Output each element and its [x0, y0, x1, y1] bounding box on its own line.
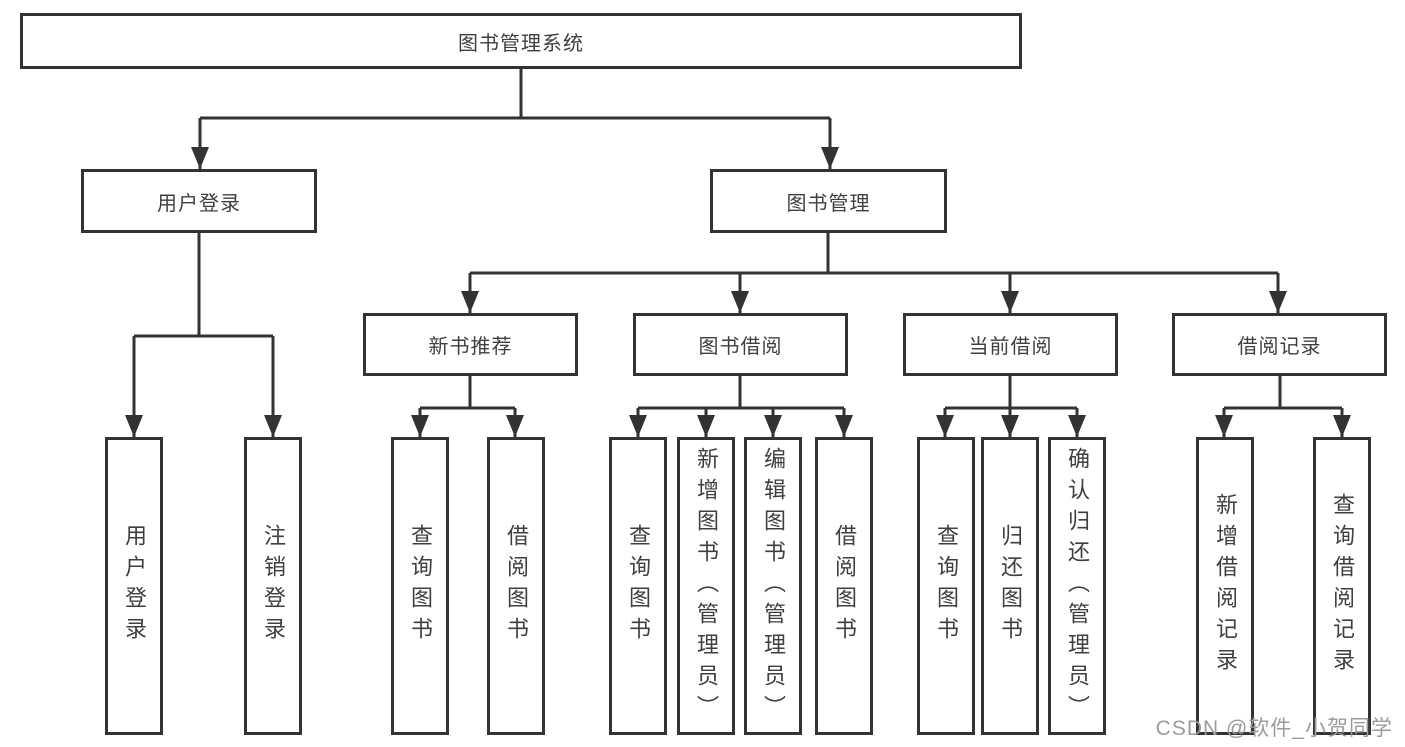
leaf-borrow-books-recommend: 借阅图书 [487, 437, 545, 735]
node-book-borrowing: 图书借阅 [633, 313, 848, 376]
leaf-return-book: 归还图书 [981, 437, 1039, 735]
csdn-watermark: CSDN @软件_小贺同学 [1155, 717, 1393, 740]
leaf-query-books-recommend: 查询图书 [391, 437, 449, 735]
leaf-user-login: 用户登录 [105, 437, 163, 735]
leaf-query-borrow-record: 查询借阅记录 [1313, 437, 1371, 735]
leaf-logout: 注销登录 [244, 437, 302, 735]
node-current-borrowing: 当前借阅 [903, 313, 1118, 376]
leaf-edit-book-admin: 编辑图书（管理员） [744, 437, 802, 735]
node-book-management: 图书管理 [710, 169, 947, 233]
arrowheads [125, 147, 1351, 437]
leaf-query-books-current: 查询图书 [917, 437, 975, 735]
leaf-confirm-return-admin: 确认归还（管理员） [1048, 437, 1106, 735]
leaf-add-borrow-record: 新增借阅记录 [1196, 437, 1254, 735]
leaf-query-books-borrow: 查询图书 [609, 437, 667, 735]
node-library-management-system: 图书管理系统 [20, 13, 1022, 69]
node-borrowing-records: 借阅记录 [1172, 313, 1387, 376]
leaf-add-book-admin: 新增图书（管理员） [677, 437, 735, 735]
node-user-login: 用户登录 [81, 169, 317, 233]
leaf-borrow-books: 借阅图书 [815, 437, 873, 735]
node-new-book-recommendation: 新书推荐 [363, 313, 578, 376]
